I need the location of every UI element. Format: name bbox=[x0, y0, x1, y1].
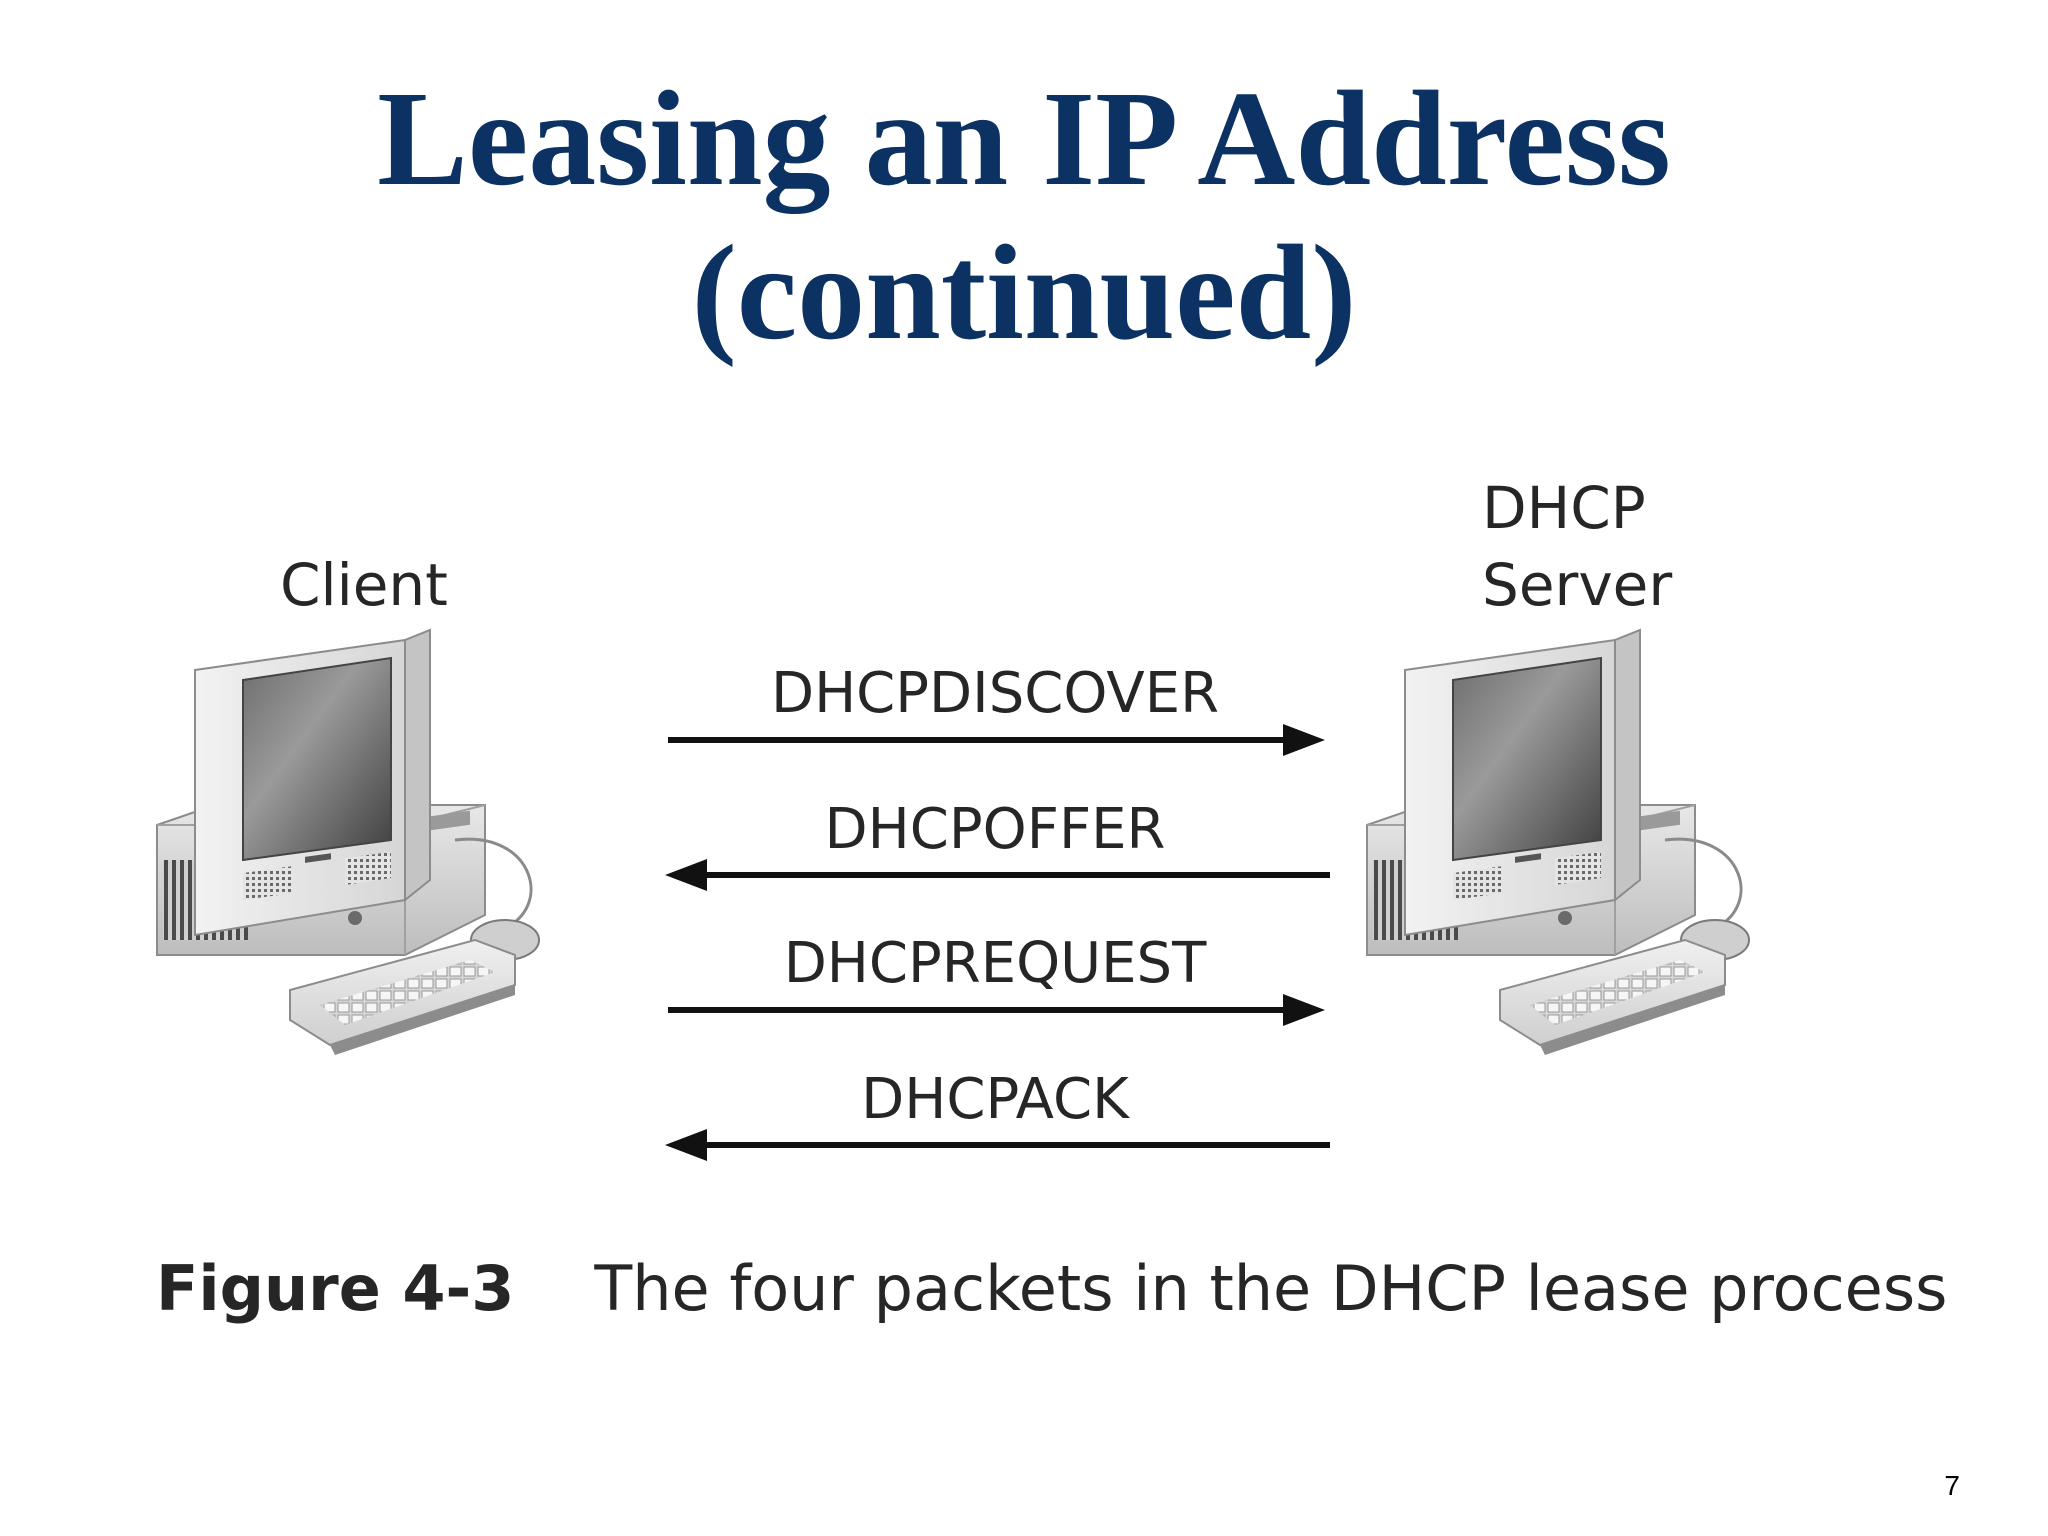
message-dhcpack: DHCPACK bbox=[665, 1067, 1330, 1161]
message-label-dhcprequest: DHCPREQUEST bbox=[784, 931, 1207, 996]
message-dhcpdiscover: DHCPDISCOVER bbox=[668, 661, 1325, 756]
figure-caption-text: The four packets in the DHCP lease proce… bbox=[594, 1252, 1948, 1325]
arrow-head-left-icon bbox=[665, 1129, 707, 1161]
server-computer-icon bbox=[1365, 628, 1751, 1057]
message-label-dhcpoffer: DHCPOFFER bbox=[825, 797, 1166, 862]
arrow-head-right-icon bbox=[1283, 724, 1325, 756]
figure-number: Figure 4-3 bbox=[156, 1252, 515, 1325]
server-label-line-1: DHCP bbox=[1482, 474, 1646, 542]
message-dhcpoffer: DHCPOFFER bbox=[665, 797, 1330, 891]
client-computer-icon bbox=[155, 628, 541, 1057]
arrow-head-right-icon bbox=[1283, 994, 1325, 1026]
server-label-line-2: Server bbox=[1482, 551, 1672, 619]
figure-caption: Figure 4-3 The four packets in the DHCP l… bbox=[156, 1252, 1947, 1325]
arrow-head-left-icon bbox=[665, 859, 707, 891]
client-label: Client bbox=[280, 551, 448, 619]
message-label-dhcpack: DHCPACK bbox=[861, 1067, 1130, 1132]
slide-title: Leasing an IP Address (continued) bbox=[0, 62, 2048, 370]
message-label-dhcpdiscover: DHCPDISCOVER bbox=[771, 661, 1219, 726]
message-dhcprequest: DHCPREQUEST bbox=[668, 931, 1325, 1026]
page-number: 7 bbox=[1944, 1470, 1960, 1501]
slide-title-line-1: Leasing an IP Address bbox=[377, 64, 1671, 214]
slide-title-line-2: (continued) bbox=[691, 218, 1357, 368]
